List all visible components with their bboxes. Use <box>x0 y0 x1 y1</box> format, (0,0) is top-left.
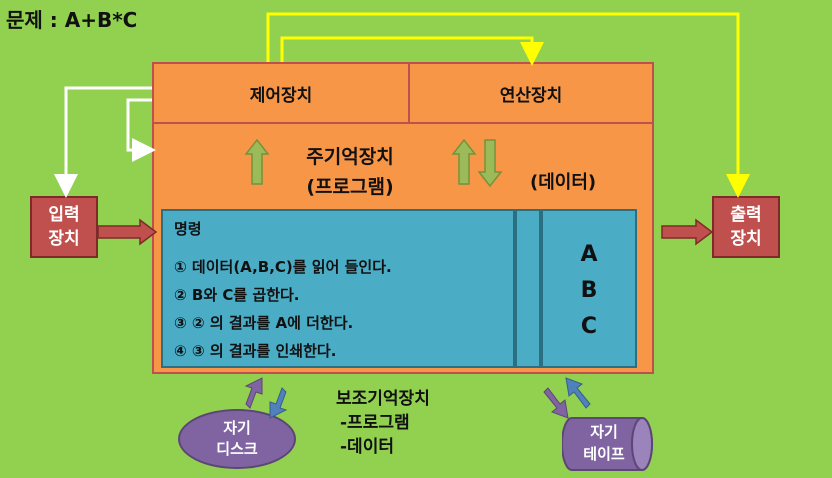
input-to-memory-arrow <box>97 218 158 246</box>
magnetic-tape: 자기 테이프 <box>562 416 654 472</box>
disk-read-arrow <box>269 387 288 419</box>
program-area <box>161 209 515 368</box>
instruction-3: ③ ② 의 결과를 A에 더한다. <box>174 314 354 332</box>
instruction-4: ④ ③ 의 결과를 인쇄한다. <box>174 342 337 360</box>
control-arrow-to-alu <box>280 36 544 66</box>
memory-arrow-up-left <box>244 138 270 185</box>
main-memory-title: 주기억장치 (프로그램) <box>270 142 430 202</box>
auxiliary-storage-item-data: -데이터 <box>340 437 394 457</box>
alu-arrow-up <box>451 138 477 185</box>
input-device: 입력 장치 <box>30 196 98 258</box>
control-unit: 제어장치 <box>152 62 410 124</box>
auxiliary-storage-label: 보조기억장치 -프로그램 -데이터 <box>336 387 430 459</box>
memory-to-output-arrow <box>661 218 714 246</box>
data-area <box>541 209 637 368</box>
control-arrow-to-memory <box>126 98 156 162</box>
control-arrow-to-output <box>266 12 750 198</box>
magnetic-disk-line2: 디스크 <box>216 440 258 458</box>
instructions-title: 명령 <box>174 220 202 238</box>
divider-column <box>515 209 541 368</box>
output-device-line1: 출력 <box>730 205 762 225</box>
data-label: (데이터) <box>530 172 597 193</box>
output-device-line2: 장치 <box>730 229 762 249</box>
magnetic-tape-line2: 테이프 <box>583 445 625 463</box>
tape-read-arrow <box>565 377 591 409</box>
input-device-line2: 장치 <box>48 229 80 249</box>
magnetic-disk: 자기 디스크 <box>178 409 296 469</box>
data-value-a: A <box>580 242 598 267</box>
instruction-1: ① 데이터(A,B,C)를 읽어 들인다. <box>174 258 392 276</box>
main-memory-title-line2: (프로그램) <box>306 176 394 198</box>
auxiliary-storage-item-program: -프로그램 <box>340 413 410 433</box>
instruction-2: ② B와 C를 곱한다. <box>174 286 300 304</box>
data-value-c: C <box>580 314 598 339</box>
auxiliary-storage-title: 보조기억장치 <box>336 389 430 409</box>
magnetic-tape-line1: 자기 <box>590 423 618 441</box>
tape-shape <box>562 417 653 471</box>
data-value-b: B <box>580 278 598 303</box>
magnetic-disk-line1: 자기 <box>223 419 251 437</box>
output-device: 출력 장치 <box>712 196 780 258</box>
tape-write-arrow <box>543 387 569 419</box>
main-memory-title-line1: 주기억장치 <box>306 146 394 168</box>
problem-title: 문제 : A+B*C <box>6 8 138 32</box>
alu-arrow-down <box>477 139 503 188</box>
control-arrow-to-input <box>54 86 152 198</box>
disk-write-arrow <box>244 377 263 409</box>
input-device-line1: 입력 <box>48 205 80 225</box>
